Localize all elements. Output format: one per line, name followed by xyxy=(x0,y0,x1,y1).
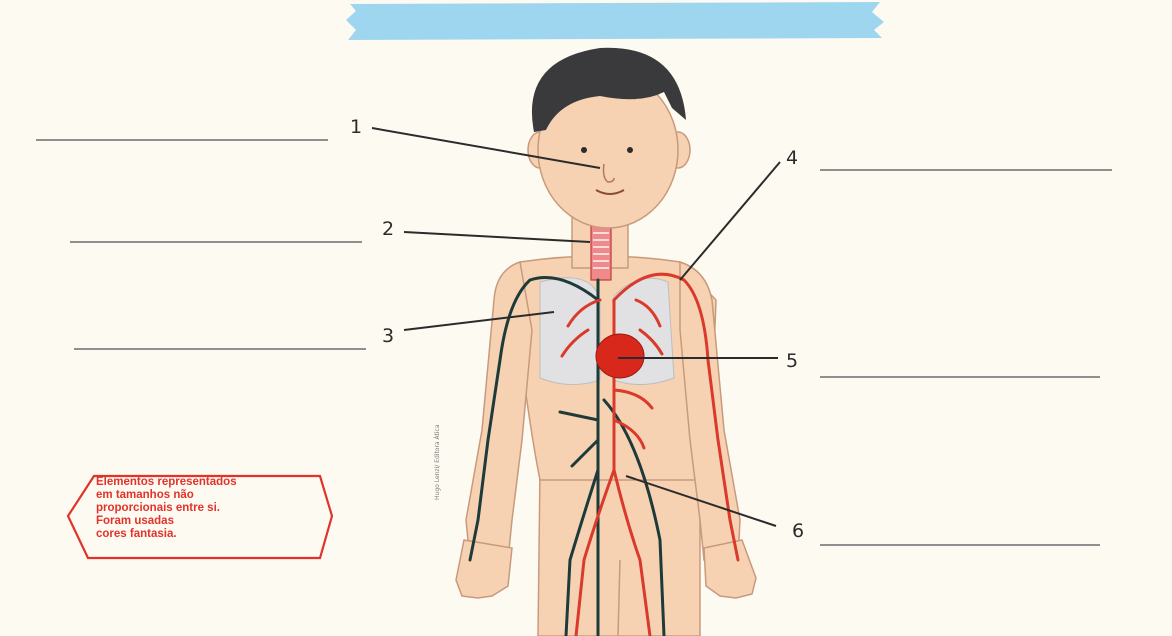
answer-line-5[interactable] xyxy=(820,376,1100,378)
note-line: Elementos representados xyxy=(96,476,306,489)
answer-line-6[interactable] xyxy=(820,544,1100,546)
scale-note: Elementos representados em tamanhos não … xyxy=(96,476,306,541)
answer-line-2[interactable] xyxy=(70,241,362,243)
answer-line-1[interactable] xyxy=(36,139,328,141)
leader-line-3 xyxy=(404,312,554,330)
note-line: em tamanhos não xyxy=(96,489,306,502)
answer-line-4[interactable] xyxy=(820,169,1112,171)
note-line: proporcionais entre si. xyxy=(96,502,306,515)
note-line: Foram usadas xyxy=(96,515,306,528)
label-number-4: 4 xyxy=(786,149,798,168)
label-number-1: 1 xyxy=(350,118,362,137)
leader-line-1 xyxy=(372,128,600,168)
label-number-6: 6 xyxy=(792,522,804,541)
leader-line-2 xyxy=(404,232,590,242)
label-number-5: 5 xyxy=(786,352,798,371)
label-number-2: 2 xyxy=(382,220,394,239)
leader-line-4 xyxy=(680,162,780,280)
answer-line-3[interactable] xyxy=(74,348,366,350)
note-line: cores fantasia. xyxy=(96,528,306,541)
leader-line-6 xyxy=(626,476,776,526)
label-number-3: 3 xyxy=(382,327,394,346)
illustration-credit: Hugo Lenzi/ Editora Ática xyxy=(434,424,441,500)
